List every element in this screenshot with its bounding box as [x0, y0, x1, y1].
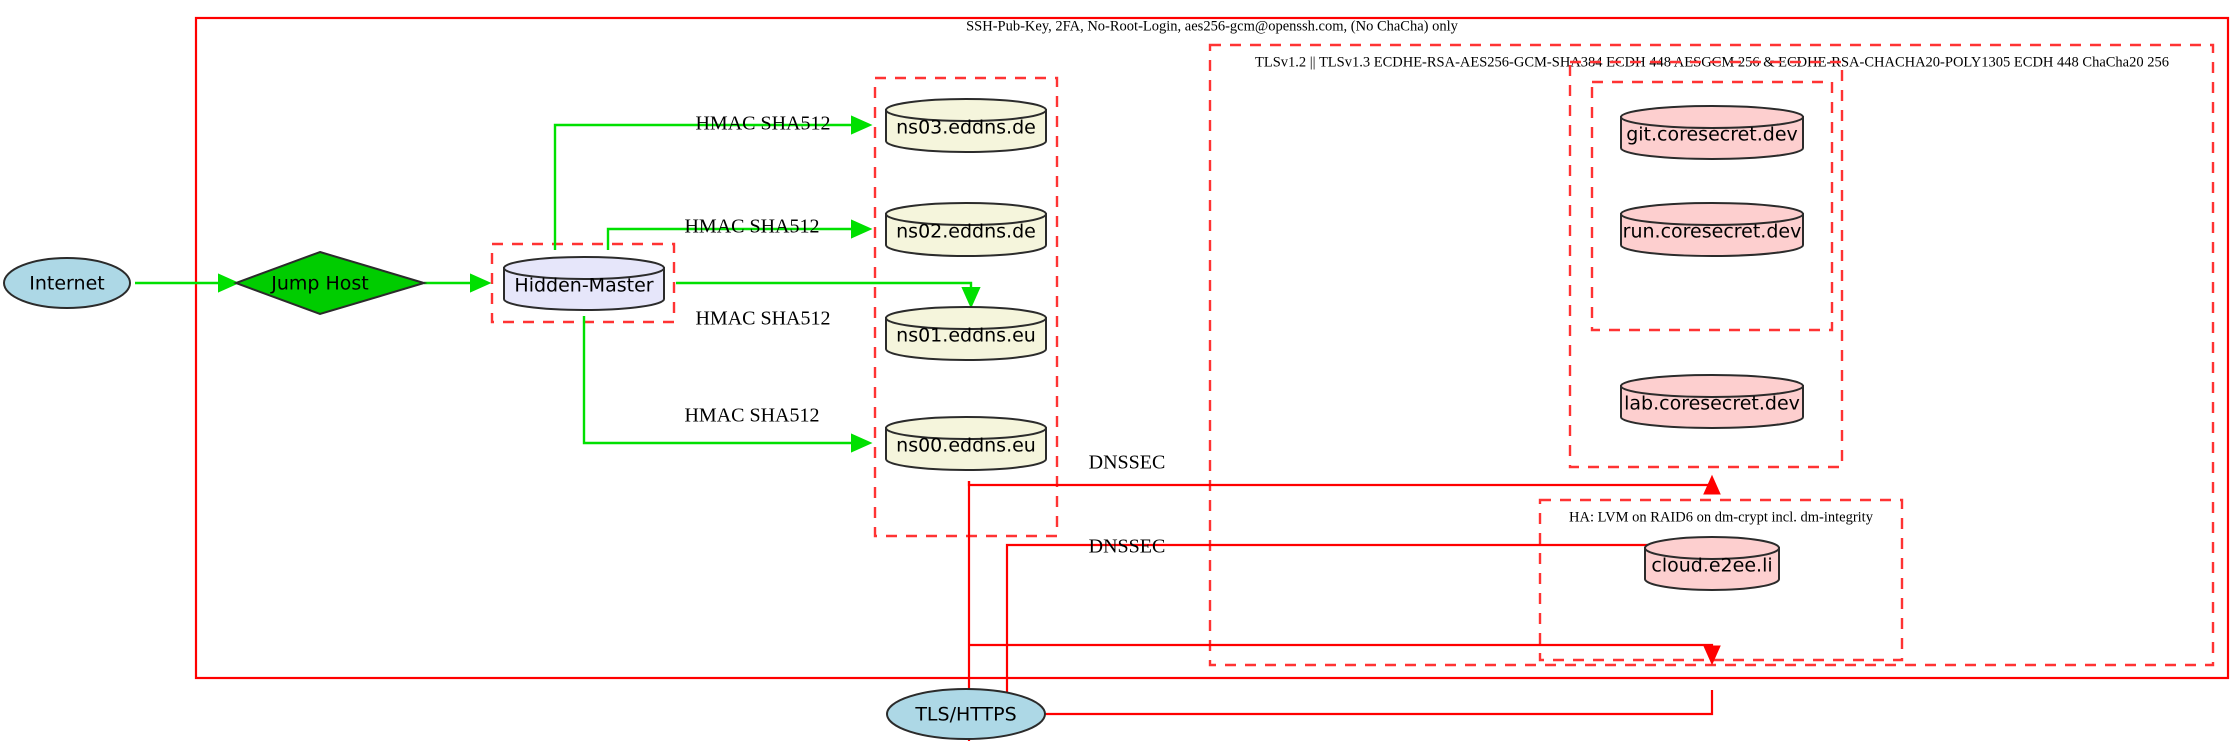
node-cloud-e2ee-label: cloud.e2ee.li: [1651, 555, 1772, 577]
node-hidden-master-label: Hidden-Master: [514, 275, 653, 297]
node-ns02[interactable]: ns02.eddns.de: [885, 202, 1047, 257]
edge-label-hmac-ns01: HMAC SHA512: [695, 308, 830, 330]
ha-zone-label: HA: LVM on RAID6 on dm-crypt incl. dm-in…: [1569, 509, 1874, 525]
node-ns01-label: ns01.eddns.eu: [896, 325, 1036, 347]
node-lab-coresecret-label: lab.coresecret.dev: [1624, 393, 1800, 415]
node-ns00[interactable]: ns00.eddns.eu: [885, 416, 1047, 471]
node-ns03[interactable]: ns03.eddns.de: [885, 98, 1047, 153]
node-run-coresecret-label: run.coresecret.dev: [1623, 221, 1802, 243]
node-ns01[interactable]: ns01.eddns.eu: [885, 306, 1047, 361]
node-run-coresecret[interactable]: run.coresecret.dev: [1620, 202, 1804, 257]
node-internet-label: Internet: [29, 273, 104, 295]
edge-hiddenmaster-to-ns03: [553, 115, 873, 250]
edge-tlshttps-out: [1045, 690, 1714, 716]
edge-hiddenmaster-to-ns00: [582, 316, 873, 453]
edge-hiddenmaster-to-ns02: [606, 219, 873, 250]
ssh-zone-label: SSH-Pub-Key, 2FA, No-Root-Login, aes256-…: [966, 18, 1459, 34]
node-tls-https-label: TLS/HTTPS: [914, 704, 1016, 726]
node-git-coresecret-label: git.coresecret.dev: [1626, 124, 1798, 146]
edge-label-group: HMAC SHA512 HMAC SHA512 HMAC SHA512 HMAC…: [684, 113, 1165, 558]
edge-dnssec-lower: [1005, 543, 1712, 548]
node-git-coresecret[interactable]: git.coresecret.dev: [1620, 105, 1804, 160]
node-jump-host[interactable]: Jump Host: [233, 250, 428, 316]
node-lab-coresecret[interactable]: lab.coresecret.dev: [1620, 374, 1804, 429]
node-internet[interactable]: Internet: [3, 257, 131, 309]
edge-label-hmac-ns02: HMAC SHA512: [684, 216, 819, 238]
edge-label-hmac-ns00: HMAC SHA512: [684, 405, 819, 427]
node-ns03-label: ns03.eddns.de: [896, 117, 1036, 139]
edge-tls-to-ha: [969, 643, 1721, 666]
edge-hiddenmaster-to-ns01: [676, 281, 981, 309]
node-jump-host-label: Jump Host: [270, 273, 369, 295]
edge-label-hmac-ns03: HMAC SHA512: [695, 113, 830, 135]
node-ns02-label: ns02.eddns.de: [896, 221, 1036, 243]
edge-dnssec-upper: [967, 474, 1721, 495]
dns-zone-boundary: [873, 76, 1059, 538]
node-ns00-label: ns00.eddns.eu: [896, 435, 1036, 457]
ha-zone-boundary: [1538, 498, 1904, 662]
node-cloud-e2ee[interactable]: cloud.e2ee.li: [1644, 536, 1780, 591]
edge-label-dnssec-upper: DNSSEC: [1089, 452, 1166, 474]
node-hidden-master[interactable]: Hidden-Master: [503, 256, 665, 311]
ssh-zone-boundary: [194, 16, 2230, 680]
node-tls-https[interactable]: TLS/HTTPS: [886, 688, 1046, 740]
coresecret-inner-zone-boundary: [1590, 80, 1834, 332]
edge-label-dnssec-lower: DNSSEC: [1089, 536, 1166, 558]
